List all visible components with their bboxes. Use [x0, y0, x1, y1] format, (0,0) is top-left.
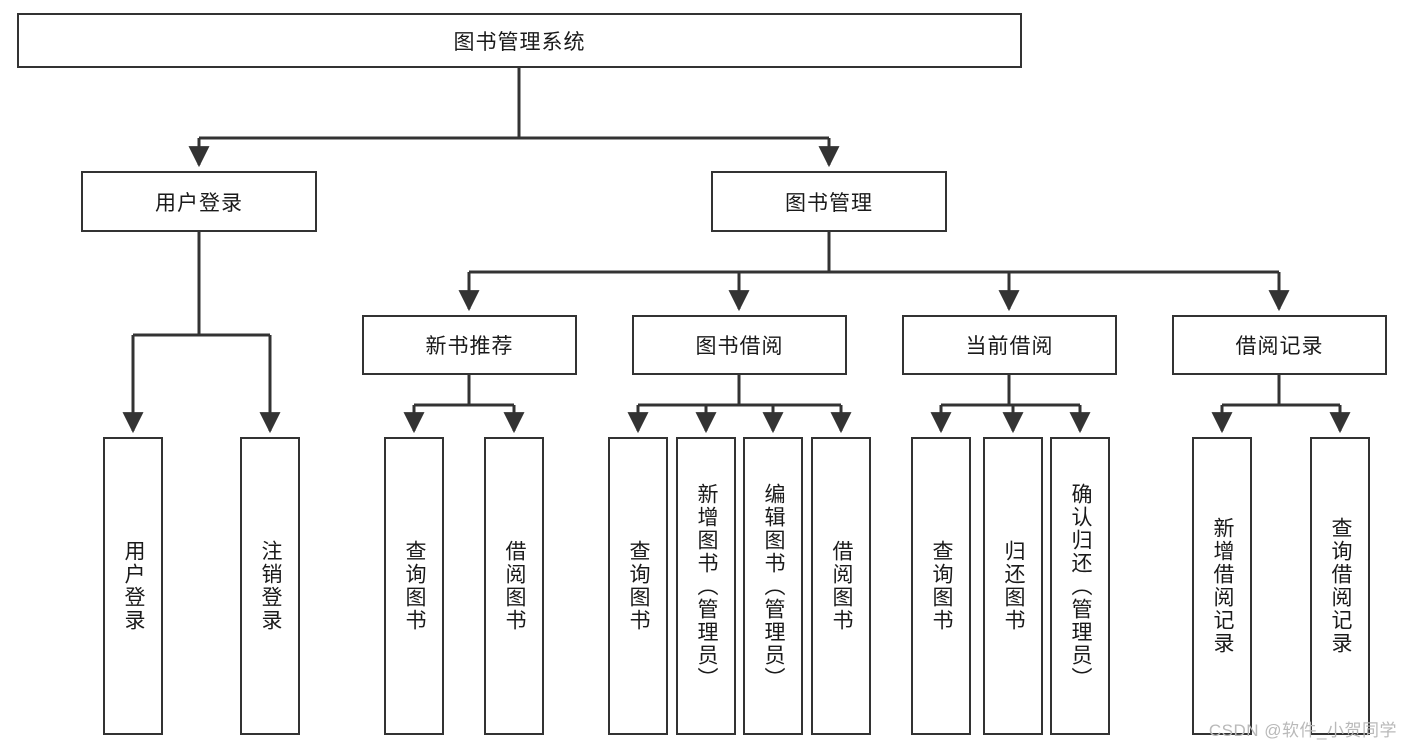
node-book-borrow-label: 图书借阅 — [695, 335, 784, 358]
node-new-book-recommend[interactable]: 新书推荐 — [362, 315, 577, 375]
node-user-login-label: 用户登录 — [155, 191, 243, 215]
leaf-add-book-admin[interactable]: 新增图书（管理员） — [676, 437, 736, 735]
node-user-login[interactable]: 用户登录 — [81, 171, 317, 232]
leaf-label: 查询图书 — [930, 540, 954, 632]
leaf-edit-book-admin[interactable]: 编辑图书（管理员） — [743, 437, 803, 735]
leaf-label: 查询借阅记录 — [1329, 517, 1353, 655]
node-book-borrow[interactable]: 图书借阅 — [632, 315, 847, 375]
leaf-user-login[interactable]: 用户登录 — [103, 437, 163, 735]
leaf-return-book[interactable]: 归还图书 — [983, 437, 1043, 735]
node-root[interactable]: 图书管理系统 — [17, 13, 1022, 68]
leaf-label: 注销登录 — [259, 540, 283, 632]
node-book-management[interactable]: 图书管理 — [711, 171, 947, 232]
leaf-label: 借阅图书 — [503, 540, 527, 632]
leaf-add-borrow-record[interactable]: 新增借阅记录 — [1192, 437, 1252, 735]
leaf-label: 新增图书（管理员） — [695, 482, 719, 690]
leaf-logout[interactable]: 注销登录 — [240, 437, 300, 735]
leaf-query-book-current[interactable]: 查询图书 — [911, 437, 971, 735]
node-root-label: 图书管理系统 — [453, 30, 586, 54]
leaf-borrow-book-newbook[interactable]: 借阅图书 — [484, 437, 544, 735]
node-book-management-label: 图书管理 — [785, 191, 873, 215]
leaf-label: 查询图书 — [403, 540, 427, 632]
leaf-query-book-newbook[interactable]: 查询图书 — [384, 437, 444, 735]
node-new-book-recommend-label: 新书推荐 — [425, 335, 514, 358]
leaf-confirm-return-admin[interactable]: 确认归还（管理员） — [1050, 437, 1110, 735]
node-borrow-record[interactable]: 借阅记录 — [1172, 315, 1387, 375]
csdn-watermark: CSDN @软件_小贺同学 — [1208, 721, 1397, 740]
node-current-borrow[interactable]: 当前借阅 — [902, 315, 1117, 375]
leaf-label: 编辑图书（管理员） — [762, 482, 786, 690]
leaf-label: 归还图书 — [1002, 540, 1026, 632]
node-borrow-record-label: 借阅记录 — [1235, 335, 1324, 358]
leaf-label: 查询图书 — [627, 540, 651, 632]
leaf-label: 确认归还（管理员） — [1069, 482, 1093, 690]
leaf-query-book-borrow[interactable]: 查询图书 — [608, 437, 668, 735]
leaf-borrow-book[interactable]: 借阅图书 — [811, 437, 871, 735]
node-current-borrow-label: 当前借阅 — [965, 335, 1054, 358]
leaf-query-borrow-record[interactable]: 查询借阅记录 — [1310, 437, 1370, 735]
leaf-label: 用户登录 — [122, 540, 146, 632]
leaf-label: 新增借阅记录 — [1211, 517, 1235, 655]
leaf-label: 借阅图书 — [830, 540, 854, 632]
